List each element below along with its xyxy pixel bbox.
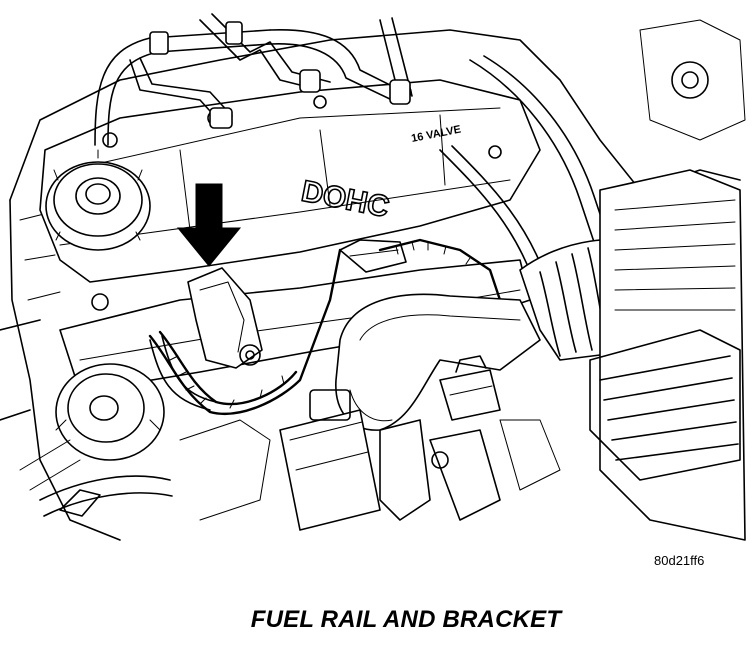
sensor-connector bbox=[439, 355, 501, 421]
oil-filler-cap bbox=[45, 149, 151, 251]
air-cleaner-housing bbox=[589, 19, 746, 541]
intake-elbow bbox=[335, 293, 541, 431]
lower-hose bbox=[19, 439, 173, 517]
lower-brackets bbox=[179, 419, 561, 521]
down-arrow-icon bbox=[176, 183, 242, 267]
valve-cover: DOHC 16 VALVE bbox=[39, 79, 541, 311]
figure-caption: FUEL RAIL AND BRACKET bbox=[250, 606, 562, 633]
engine-illustration: DOHC 16 VALVE bbox=[0, 13, 746, 541]
radiator-cap bbox=[55, 363, 165, 461]
figure-code: 80d21ff6 bbox=[654, 553, 705, 568]
coil-pack bbox=[279, 389, 381, 531]
wiring-harness bbox=[148, 238, 502, 415]
fuel-rail-bracket bbox=[187, 267, 263, 369]
